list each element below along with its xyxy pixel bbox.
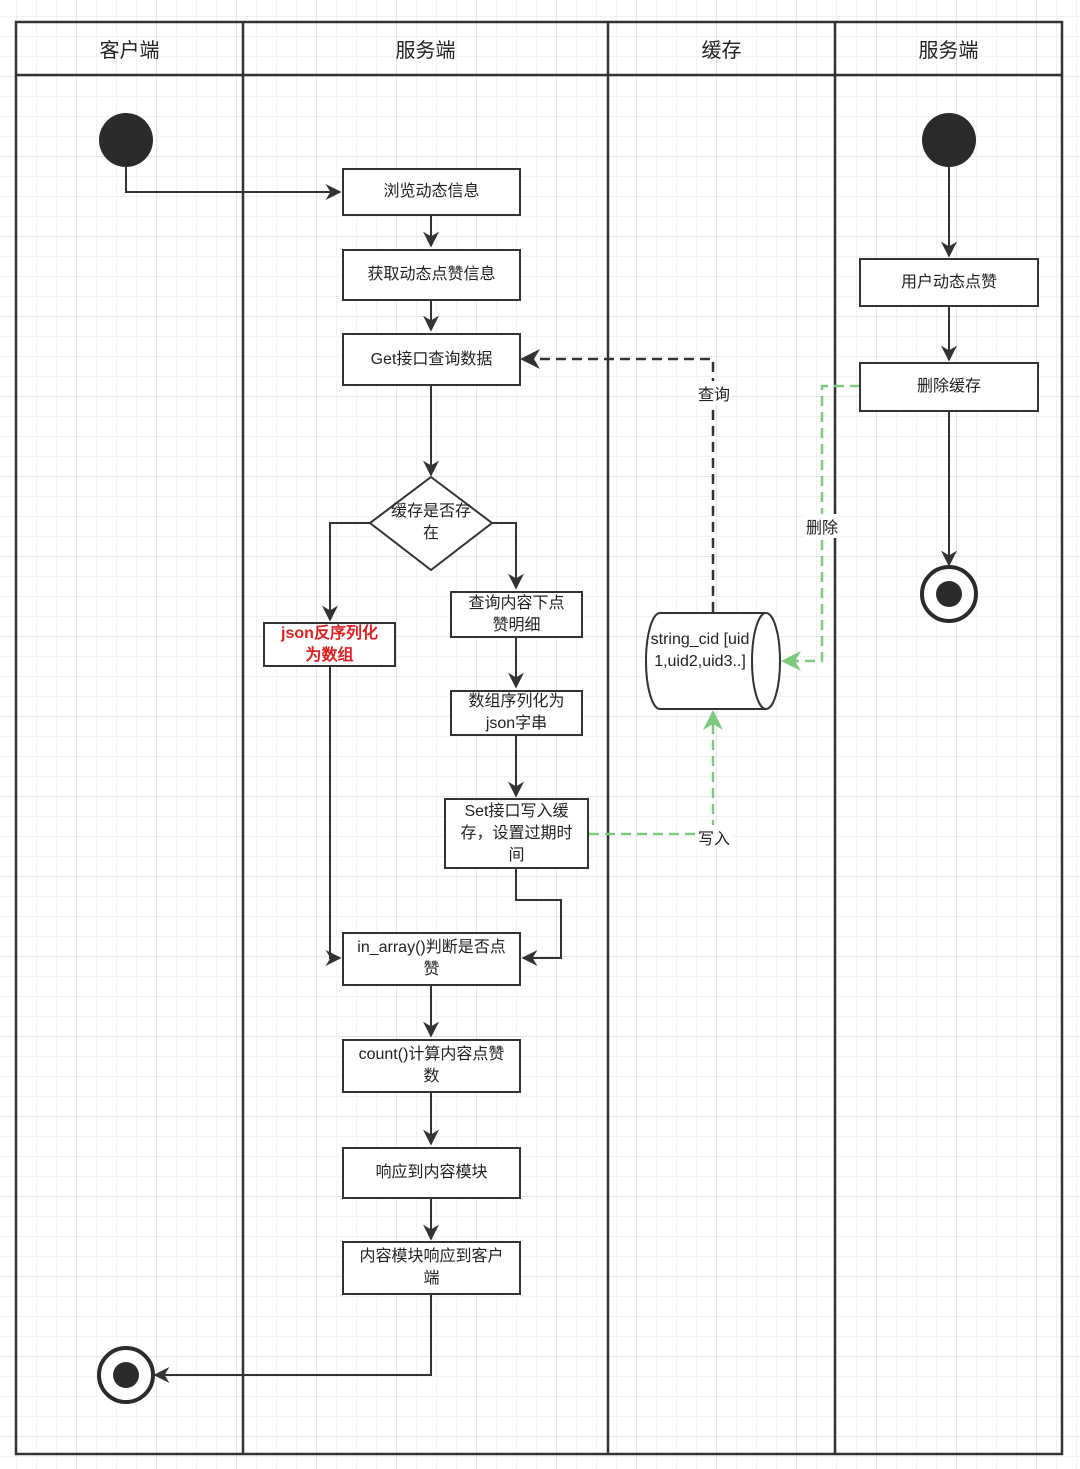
edge-start-to-browse [125, 167, 342, 200]
node-browse: 浏览动态信息 [342, 168, 521, 216]
lane-header-client: 客户端 [99, 39, 160, 62]
edge-label-query: 查询 [696, 381, 733, 405]
edge-decision-to-detail [492, 522, 524, 590]
node-set-cache: Set接口写入缓存，设置过期时间 [444, 798, 589, 869]
lane-header-cache: 缓存 [701, 39, 742, 62]
edge-set-write-cache [589, 710, 723, 836]
decision-diamond [368, 475, 494, 572]
client-start-node [99, 113, 153, 167]
node-serialize: 数组序列化为json字串 [450, 690, 583, 736]
node-user-like: 用户动态点赞 [859, 258, 1039, 307]
node-module-respond-client: 内容模块响应到客户端 [342, 1241, 521, 1295]
edge-decision-to-json [322, 522, 370, 622]
swimlane-frame [14, 20, 1064, 1456]
node-query-detail: 查询内容下点赞明细 [450, 591, 583, 638]
lane-header-server2: 服务端 [918, 39, 979, 62]
node-in-array: in_array()判断是否点赞 [342, 932, 521, 986]
server2-end-node [920, 565, 978, 623]
server2-start-node [922, 113, 976, 167]
edge-module-to-end [153, 1295, 432, 1383]
cache-cylinder [645, 612, 781, 710]
client-end-node [97, 1346, 155, 1404]
cache-store-label: string_cid [uid1,uid2,uid3..] [650, 631, 750, 670]
node-delete-cache: 删除缓存 [859, 362, 1039, 412]
node-get-like-info: 获取动态点赞信息 [342, 249, 521, 301]
node-count: count()计算内容点赞数 [342, 1039, 521, 1093]
decision-label: 缓存是否存在 [390, 503, 471, 542]
edge-json-to-inarray [325, 667, 342, 966]
edge-cache-query [520, 349, 715, 612]
json-decode-text: json反序列化为数组 [281, 624, 378, 664]
node-get-query: Get接口查询数据 [342, 333, 521, 386]
edge-delete-cache [781, 384, 860, 671]
edge-set-to-inarray [515, 869, 562, 966]
lane-header-server: 服务端 [395, 39, 456, 62]
node-json-decode: json反序列化为数组 [263, 622, 396, 667]
node-respond-module: 响应到内容模块 [342, 1147, 521, 1199]
edge-label-delete: 删除 [804, 514, 841, 538]
edge-label-write: 写入 [696, 825, 733, 849]
